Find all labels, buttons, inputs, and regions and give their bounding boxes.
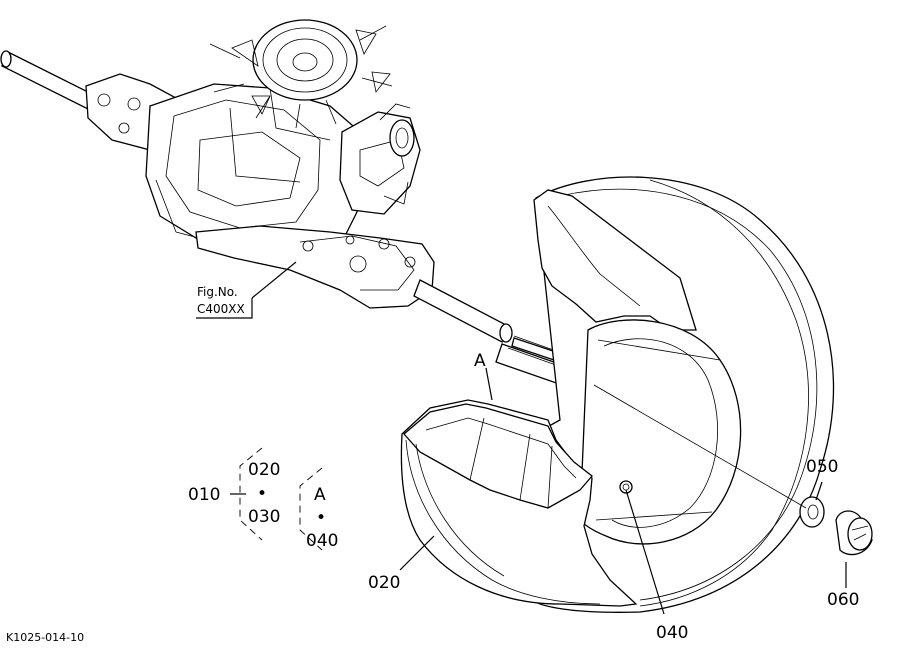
wheel-assembly <box>400 176 873 613</box>
legend-group2-bullet: • <box>316 508 326 528</box>
legend-group1-item-0: 020 <box>248 460 280 480</box>
legend-group2-item-0: 040 <box>306 531 338 551</box>
parts-legend: 010 020 • 030 A • 040 <box>188 447 338 551</box>
legend-group1-bullet: • <box>257 484 267 504</box>
legend-root: 010 <box>188 485 220 505</box>
legend-group1-item-1: 030 <box>248 507 280 527</box>
callout-020: 020 <box>368 573 400 593</box>
leader-lines <box>196 261 847 615</box>
fig-ref-line2: C400XX <box>197 302 245 316</box>
transaxle-assembly <box>0 19 605 396</box>
fig-ref-line1: Fig.No. <box>197 285 238 299</box>
callout-050: 050 <box>806 457 838 477</box>
figure-code: K1025-014-10 <box>6 631 84 644</box>
view-marker-a: A <box>474 351 486 371</box>
callout-060: 060 <box>827 590 859 610</box>
legend-group2-marker: A <box>314 485 326 505</box>
callout-040: 040 <box>656 623 688 643</box>
